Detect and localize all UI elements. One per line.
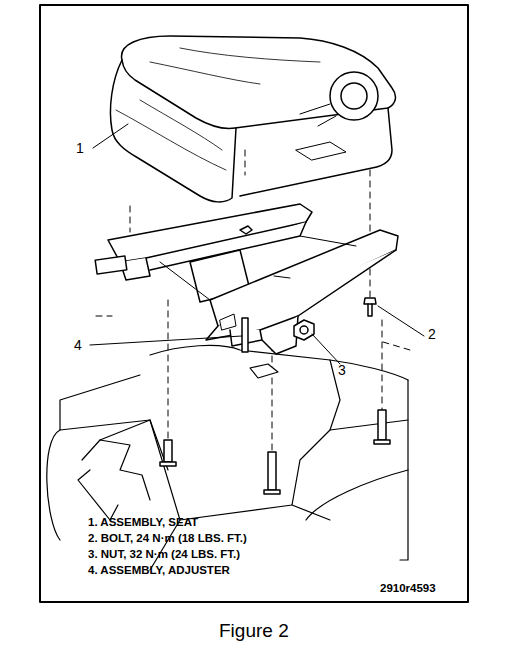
callout-number: 1 xyxy=(76,140,84,156)
bolt xyxy=(364,298,376,316)
parts-list-item: 3. NUT, 32 N·m (24 LBS. FT.) xyxy=(88,548,240,561)
parts-list-item: 2. BOLT, 24 N·m (18 LBS. FT.) xyxy=(88,532,247,545)
figure-caption: Figure 2 xyxy=(219,620,289,642)
seat-assembly xyxy=(110,36,395,202)
nut xyxy=(294,320,314,340)
adjuster-assembly xyxy=(95,204,398,354)
floor-bolts xyxy=(160,318,390,494)
leader-lines xyxy=(90,124,424,364)
alignment-lines xyxy=(96,150,410,450)
callout-number: 2 xyxy=(428,326,436,342)
figure-code: 2910r4593 xyxy=(380,582,436,595)
floor-pan xyxy=(47,345,408,570)
callout-number: 3 xyxy=(338,362,346,378)
callout-number: 4 xyxy=(74,337,82,353)
figure-frame xyxy=(40,5,468,602)
parts-list-item: 4. ASSEMBLY, ADJUSTER xyxy=(88,564,230,577)
parts-list-item: 1. ASSEMBLY, SEAT xyxy=(88,516,198,529)
nut-hole xyxy=(300,326,308,334)
